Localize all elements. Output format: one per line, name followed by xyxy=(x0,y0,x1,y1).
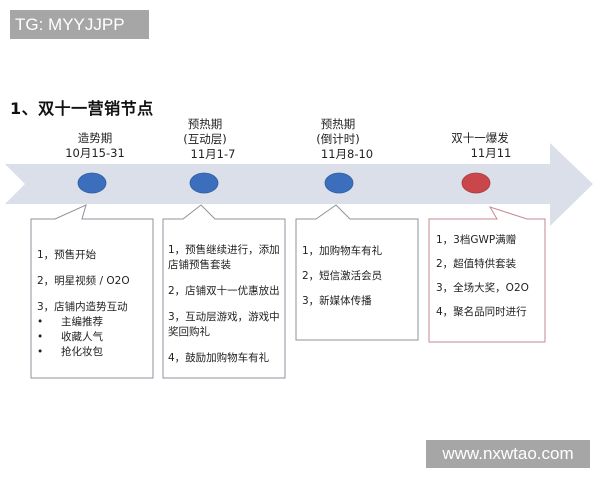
bullet-item: •抢化妆包 xyxy=(37,346,103,358)
watermark-bottom: www.nxwtao.com xyxy=(426,440,590,468)
phase-4-activities: 1，3档GWP满赠 2，超值特供套装 3，全场大奖，O2O 4，聚名品同时进行 xyxy=(436,233,544,320)
callout-box-3 xyxy=(295,204,419,341)
phase-4-dates: 11月11 xyxy=(470,146,512,160)
activity-item: 4，鼓励加购物车有礼 xyxy=(168,352,270,364)
phase-1-dates: 10月15-31 xyxy=(65,146,125,160)
watermark-top: TG: MYYJJPP xyxy=(10,10,149,39)
phase-3-header: 预热期 (倒计时) 11月8-10 xyxy=(283,117,393,162)
marker-phase-2-icon xyxy=(189,172,219,194)
callout-box-4 xyxy=(428,206,546,343)
marker-phase-3-icon xyxy=(324,172,354,194)
timeline-arrow xyxy=(5,143,593,226)
activity-item: 1，预售继续进行，添加店铺预售套装 xyxy=(168,244,280,271)
activity-item: 2，超值特供套装 xyxy=(436,258,517,270)
activity-item: 1，预售开始 xyxy=(37,249,97,261)
activity-item: 2，店铺双十一优惠放出 xyxy=(168,285,280,297)
marker-phase-4-icon xyxy=(461,172,491,194)
marker-phase-1-icon xyxy=(77,172,107,194)
activity-item: 3，店铺内造势互动 xyxy=(37,301,128,313)
activity-item: 3，互动层游戏，游戏中奖回购礼 xyxy=(168,311,280,338)
phase-3-activities: 1，加购物车有礼 2，短信激活会员 3，新媒体传播 xyxy=(302,244,414,309)
activity-item: 1，加购物车有礼 xyxy=(302,245,383,257)
phase-2-activities: 1，预售继续进行，添加店铺预售套装 2，店铺双十一优惠放出 3，互动层游戏，游戏… xyxy=(168,243,282,366)
phase-1-activities: 1，预售开始 2，明星视频 / O2O 3，店铺内造势互动 •主编推荐 •收藏人… xyxy=(37,248,151,360)
phase-1-name: 造势期 xyxy=(77,131,113,145)
phase-2-name: 预热期 xyxy=(187,117,223,131)
phase-4-name: 双十一爆发 xyxy=(451,131,509,145)
callout-box-1 xyxy=(30,204,154,379)
activity-item: 2，短信激活会员 xyxy=(302,270,383,282)
section-title: 1、双十一营销节点 xyxy=(10,99,154,118)
phase-1-header: 造势期 10月15-31 xyxy=(40,131,150,161)
activity-item: 4，聚名品同时进行 xyxy=(436,306,527,318)
activity-item: 3，新媒体传播 xyxy=(302,295,372,307)
phase-2-sub: (互动层) xyxy=(183,132,227,146)
bullet-item: •收藏人气 xyxy=(37,331,103,343)
bullet-item: •主编推荐 xyxy=(37,316,103,328)
activity-item: 1，3档GWP满赠 xyxy=(436,234,517,246)
activity-item: 2，明星视频 / O2O xyxy=(37,275,130,287)
phase-3-sub: (倒计时) xyxy=(316,132,360,146)
phase-4-header: 双十一爆发 11月11 xyxy=(425,131,535,161)
phase-3-dates: 11月8-10 xyxy=(320,147,374,161)
activity-item: 3，全场大奖，O2O xyxy=(436,282,529,294)
callout-box-2 xyxy=(162,204,286,379)
phase-2-header: 预热期 (互动层) 11月1-7 xyxy=(150,117,260,162)
phase-2-dates: 11月1-7 xyxy=(190,147,236,161)
phase-3-name: 预热期 xyxy=(320,117,356,131)
